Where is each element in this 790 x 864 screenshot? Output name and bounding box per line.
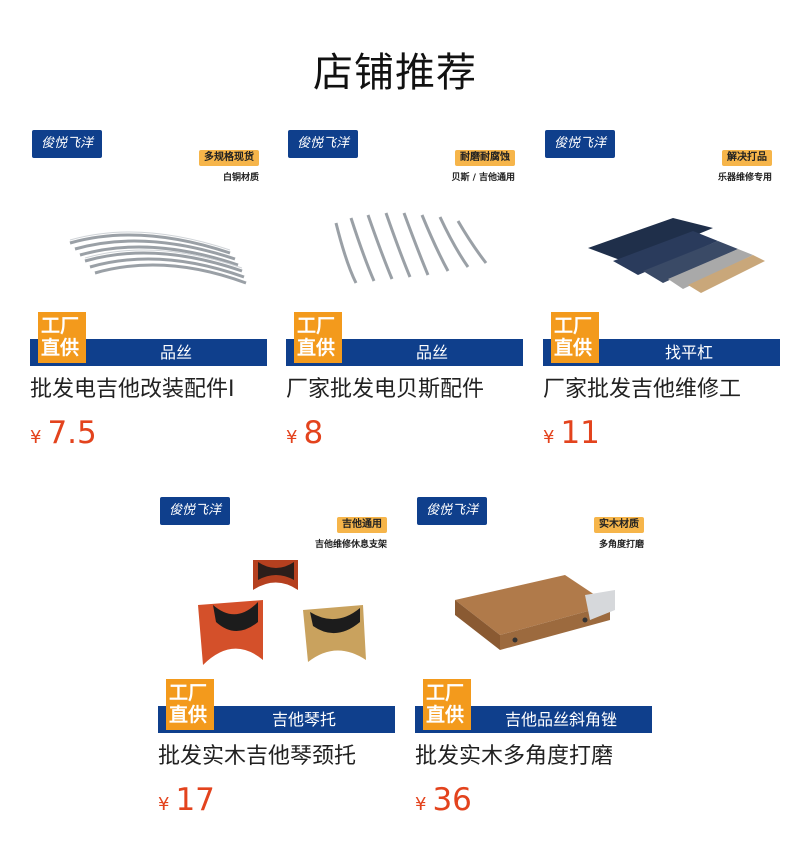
product-name[interactable]: 厂家批发电贝斯配件 bbox=[286, 375, 523, 405]
factory-direct-badge: 工厂 直供 bbox=[38, 312, 86, 363]
banner-label: 品丝 bbox=[85, 339, 267, 366]
page-title: 店铺推荐 bbox=[0, 40, 790, 98]
currency-symbol: ¥ bbox=[543, 427, 554, 448]
feature-tag: 耐磨耐腐蚀 bbox=[455, 150, 515, 166]
banner-label: 品丝 bbox=[341, 339, 523, 366]
neck-rest-image bbox=[158, 550, 395, 680]
feature-tag: 解决打品 bbox=[722, 150, 772, 166]
currency-symbol: ¥ bbox=[158, 794, 169, 815]
banner-label: 找平杠 bbox=[598, 339, 780, 366]
leveling-bar-image bbox=[543, 183, 780, 313]
feature-subtitle: 乐器维修专用 bbox=[718, 170, 772, 183]
factory-direct-badge: 工厂 直供 bbox=[423, 679, 471, 730]
feature-tag: 实木材质 bbox=[594, 517, 644, 533]
brand-logo: 俊悦飞洋 bbox=[417, 497, 487, 525]
currency-symbol: ¥ bbox=[286, 427, 297, 448]
brand-logo: 俊悦飞洋 bbox=[160, 497, 230, 525]
product-name[interactable]: 批发电吉他改装配件I bbox=[30, 375, 267, 405]
feature-tag: 多规格现货 bbox=[199, 150, 259, 166]
price-amount: 7.5 bbox=[47, 415, 96, 451]
price: ¥36 bbox=[415, 782, 652, 818]
brand-logo: 俊悦飞洋 bbox=[32, 130, 102, 158]
product-name[interactable]: 批发实木多角度打磨 bbox=[415, 742, 652, 772]
price: ¥7.5 bbox=[30, 415, 267, 451]
product-image[interactable]: 俊悦飞洋 实木材质 多角度打磨 吉他品丝斜角锉 工厂 直供 bbox=[415, 492, 652, 733]
product-card[interactable]: 俊悦飞洋 吉他通用 吉他维修休息支架 吉他琴托 工厂 直供 批发实木吉他琴颈托 … bbox=[158, 492, 395, 818]
product-name[interactable]: 厂家批发吉他维修工 bbox=[543, 375, 780, 405]
currency-symbol: ¥ bbox=[415, 794, 426, 815]
factory-direct-badge: 工厂 直供 bbox=[166, 679, 214, 730]
product-card[interactable]: 俊悦飞洋 实木材质 多角度打磨 吉他品丝斜角锉 工厂 直供 批发实木多角度打磨 … bbox=[415, 492, 652, 818]
factory-direct-badge: 工厂 直供 bbox=[551, 312, 599, 363]
fret-wire-image bbox=[286, 183, 523, 313]
product-card[interactable]: 俊悦飞洋 多规格现货 白铜材质 品丝 工厂 直供 批发电吉他改装配 bbox=[30, 125, 267, 451]
price: ¥8 bbox=[286, 415, 523, 451]
product-name[interactable]: 批发实木吉他琴颈托 bbox=[158, 742, 395, 772]
price-amount: 11 bbox=[560, 415, 599, 451]
banner-label: 吉他琴托 bbox=[213, 706, 395, 733]
currency-symbol: ¥ bbox=[30, 427, 41, 448]
feature-subtitle: 白铜材质 bbox=[223, 170, 259, 183]
feature-subtitle: 多角度打磨 bbox=[599, 537, 644, 550]
price-amount: 17 bbox=[175, 782, 214, 818]
feature-tag: 吉他通用 bbox=[337, 517, 387, 533]
price: ¥11 bbox=[543, 415, 780, 451]
fret-wire-image bbox=[30, 183, 267, 313]
product-card[interactable]: 俊悦飞洋 耐磨耐腐蚀 贝斯 / 吉他通用 品丝 工厂 直供 厂家批发电贝斯配件 bbox=[286, 125, 523, 451]
product-image[interactable]: 俊悦飞洋 多规格现货 白铜材质 品丝 工厂 直供 bbox=[30, 125, 267, 366]
price-amount: 8 bbox=[303, 415, 323, 451]
product-image[interactable]: 俊悦飞洋 解决打品 乐器维修专用 找平杠 工厂 直供 bbox=[543, 125, 780, 366]
feature-subtitle: 吉他维修休息支架 bbox=[315, 537, 387, 550]
feature-subtitle: 贝斯 / 吉他通用 bbox=[451, 170, 515, 183]
bevel-file-image bbox=[415, 550, 652, 680]
product-card[interactable]: 俊悦飞洋 解决打品 乐器维修专用 找平杠 工厂 直供 厂家批发吉他维修工 ¥11 bbox=[543, 125, 780, 451]
banner-label: 吉他品丝斜角锉 bbox=[470, 706, 652, 733]
product-image[interactable]: 俊悦飞洋 吉他通用 吉他维修休息支架 吉他琴托 工厂 直供 bbox=[158, 492, 395, 733]
price-amount: 36 bbox=[432, 782, 471, 818]
brand-logo: 俊悦飞洋 bbox=[288, 130, 358, 158]
product-image[interactable]: 俊悦飞洋 耐磨耐腐蚀 贝斯 / 吉他通用 品丝 工厂 直供 bbox=[286, 125, 523, 366]
brand-logo: 俊悦飞洋 bbox=[545, 130, 615, 158]
factory-direct-badge: 工厂 直供 bbox=[294, 312, 342, 363]
price: ¥17 bbox=[158, 782, 395, 818]
